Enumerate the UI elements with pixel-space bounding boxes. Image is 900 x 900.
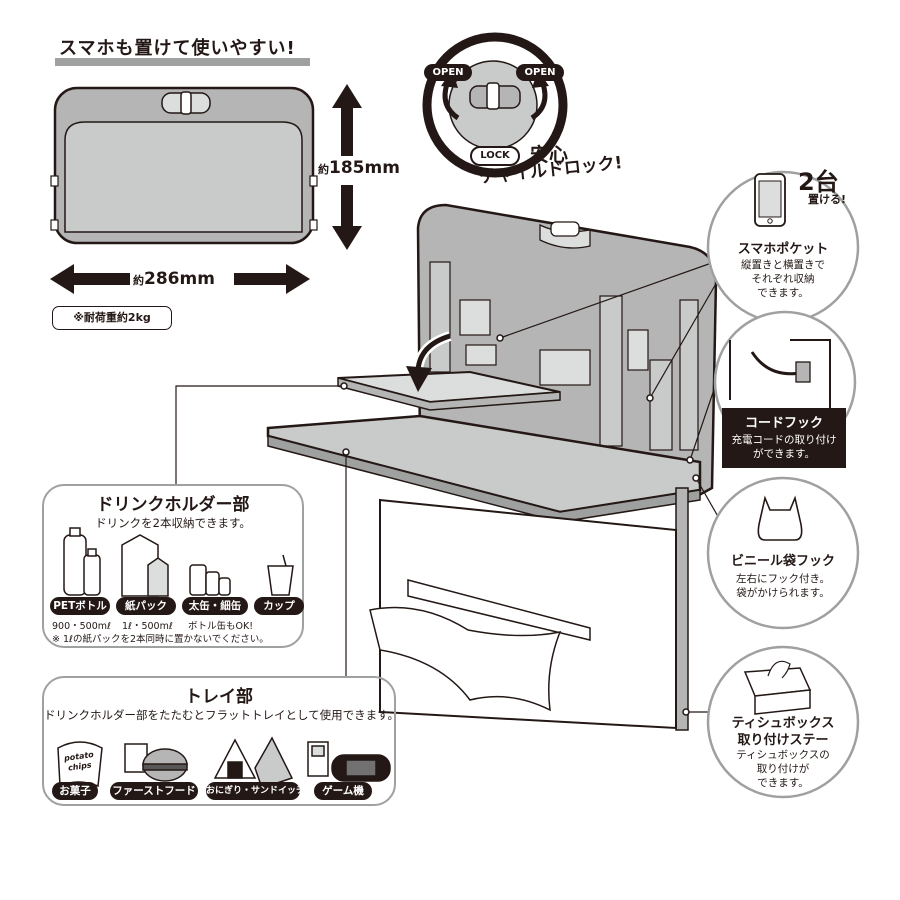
tray-subtitle: ドリンクホルダー部をたたむとフラットトレイとして使用できます。 <box>44 708 400 722</box>
tissue-stay-desc-1: ティシュボックスの <box>736 749 830 761</box>
height-value: 185mm <box>329 158 400 178</box>
callout-circle-tissue <box>706 645 860 799</box>
closed-tray-illustration <box>50 86 318 245</box>
drink-category-can: 太缶・細缶 <box>182 597 248 615</box>
width-dimension: 約286mm <box>133 269 215 289</box>
drink-category-pet: PETボトル <box>50 597 110 615</box>
drink-holder-subtitle: ドリンクを2本収納できます。 <box>95 516 251 530</box>
tissue-stay-desc-3: できます。 <box>757 777 809 789</box>
tissue-stay-title-1: ティシュボックス <box>731 716 835 731</box>
lock-label: LOCK <box>470 146 520 166</box>
headline-underline <box>55 58 310 66</box>
bag-hook-desc-2: 袋がかけられます。 <box>736 587 830 599</box>
cord-hook-title: コードフック <box>744 416 823 431</box>
tray-icons <box>57 736 391 789</box>
tissue-stay-title-2: 取り付けステー <box>737 733 829 748</box>
height-prefix: 約 <box>318 163 329 176</box>
bag-hook-title: ビニール袋フック <box>730 554 835 569</box>
cord-hook-label-bg <box>722 408 846 468</box>
tray-title: トレイ部 <box>185 687 253 707</box>
drink-warning: ※ 1ℓの紙パックを2本同時に置かないでください。 <box>52 634 269 645</box>
phone-badge-sub: 置ける! <box>808 193 847 206</box>
drink-holder-title: ドリンクホルダー部 <box>96 495 250 515</box>
open-left-label: OPEN <box>424 64 472 81</box>
callout-circle-phone <box>706 170 860 324</box>
phone-pocket-desc-1: 縦置きと横置きで <box>741 259 825 271</box>
pack-note: 1ℓ・500mℓ <box>122 621 173 632</box>
drink-category-pack: 紙パック <box>116 597 176 615</box>
drink-holder-panel: ドリンクホルダー部 ドリンクを2本収納できます。 <box>42 484 304 648</box>
load-note: ※耐荷重約2kg <box>52 306 172 330</box>
cord-hook-desc-1: 充電コードの取り付け <box>731 434 837 446</box>
width-prefix: 約 <box>133 274 144 287</box>
headline-text: スマホも置けて使いやすい! <box>59 38 296 59</box>
width-arrow <box>50 264 310 294</box>
tray-category-game: ゲーム機 <box>314 782 372 800</box>
phone-pocket-desc-3: できます。 <box>757 287 809 299</box>
tray-category-snacks: お菓子 <box>52 782 98 800</box>
lock-title-line1: 安心 <box>530 144 569 166</box>
phone-pocket-desc-2: それぞれ収納 <box>751 273 815 285</box>
drink-category-cup: カップ <box>254 597 304 615</box>
tray-panel: トレイ部 ドリンクホルダー部をたたむとフラットトレイとして使用できます。 <box>42 676 400 806</box>
phone-badge-main: 2台 <box>798 168 839 196</box>
height-dimension: 約185mm <box>318 158 400 178</box>
width-value: 286mm <box>144 269 215 289</box>
drink-icons <box>63 527 294 597</box>
callout-circle-bag <box>706 476 860 630</box>
height-arrow <box>332 84 362 250</box>
open-tray-illustration <box>266 203 718 731</box>
open-right-label: OPEN <box>516 64 564 81</box>
cord-hook-desc-2: ができます。 <box>753 448 815 460</box>
tray-category-onigiri: おにぎり・サンドイッチ <box>206 782 305 800</box>
can-note: ボトル缶もOK! <box>188 621 254 632</box>
pet-note: 900・500mℓ <box>52 621 111 632</box>
headline-banner: スマホも置けて使いやすい! <box>55 34 310 66</box>
phone-pocket-title: スマホポケット <box>737 242 829 257</box>
bag-hook-desc-1: 左右にフック付き。 <box>736 573 830 585</box>
tray-category-fastfood: ファーストフード <box>110 782 198 800</box>
tissue-stay-desc-2: 取り付けが <box>756 763 810 775</box>
